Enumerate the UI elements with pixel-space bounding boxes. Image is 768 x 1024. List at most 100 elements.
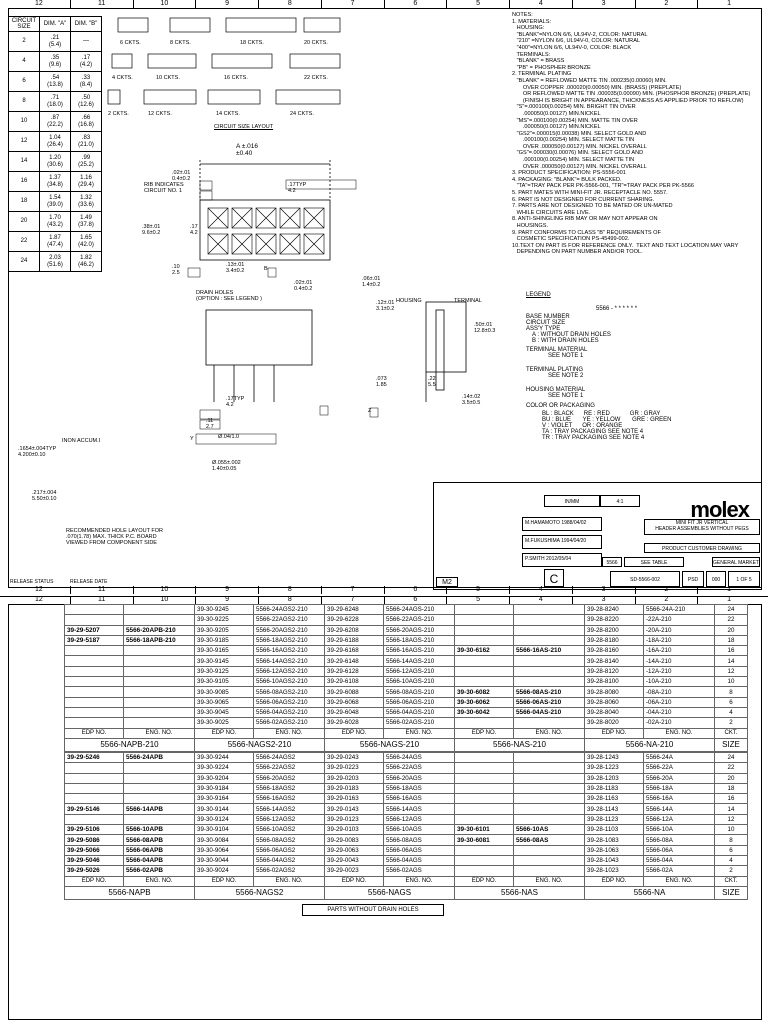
zone-label: 12	[8, 586, 71, 594]
parts-cell	[513, 624, 585, 636]
zone-label: 4	[510, 0, 573, 8]
revision: 000	[706, 571, 726, 587]
parts-header-cell: ENG. NO.	[253, 727, 325, 739]
drawn-date: 1988/04/02	[561, 520, 587, 526]
dim-d12: .22 5.5	[428, 376, 436, 388]
parts-cell	[454, 865, 514, 877]
parts-cell	[513, 634, 585, 647]
layout-label-4: 4 CKTS.	[112, 75, 133, 81]
parts-cell	[513, 865, 585, 877]
parts-cell: 5566-02A	[643, 865, 715, 877]
release-status: RELEASE STATUS	[10, 579, 54, 585]
parts-cell: 39-29-5066	[64, 844, 124, 856]
drain-holes-label: DRAIN HOLES (OPTION : SEE LEGEND )	[196, 290, 263, 302]
approved-by: P.SMITH 2012/05/04	[522, 553, 602, 567]
parts-cell: 39-30-9224	[194, 762, 254, 774]
parts-cell: 39-29-5207	[64, 624, 124, 636]
circuit-header-cell: DIM. "A"	[39, 16, 71, 32]
parts-cell: 39-29-0163	[324, 793, 384, 805]
parts-cell: 5566-16A	[643, 793, 715, 805]
circuit-cell: 8	[8, 91, 40, 112]
m2-mark: M2	[436, 577, 458, 587]
parts-cell: 39-28-8240	[584, 603, 644, 616]
parts-cell: 39-29-0043	[324, 854, 384, 867]
parts-cell: 39-28-1103	[584, 824, 644, 836]
parts-cell: 39-28-8080	[584, 686, 644, 698]
parts-cell: 12	[714, 665, 748, 678]
zone-label: 12	[8, 596, 71, 604]
datum-y: Y	[190, 436, 194, 442]
parts-cell: 39-29-5106	[64, 824, 124, 836]
parts-cell: 39-28-1063	[584, 844, 644, 856]
parts-cell: 5566-12AGS2-210	[253, 665, 325, 678]
parts-cell	[513, 813, 585, 826]
parts-cell: 5566-06AGS	[383, 844, 455, 856]
parts-cell: 39-28-8160	[584, 645, 644, 657]
parts-cell: 4	[714, 706, 748, 719]
parts-cell: 5566-08APB	[123, 834, 195, 846]
parts-cell: 5566-10APB	[123, 824, 195, 836]
parts-cell	[64, 813, 124, 826]
parts-cell	[513, 614, 585, 626]
parts-cell	[454, 772, 514, 784]
parts-cell	[454, 717, 514, 729]
parts-cell: 39-29-0063	[324, 844, 384, 856]
parts-cell: 5566-22AGS2	[253, 762, 325, 774]
parts-header-cell: EDP NO.	[324, 875, 384, 887]
parts-header-cell: EDP NO.	[64, 727, 124, 739]
units: IN/MM	[544, 495, 600, 507]
parts-cell: 39-29-6108	[324, 676, 384, 688]
parts-cell	[64, 696, 124, 708]
parts-cell	[123, 717, 195, 729]
parts-cell: 5566-24AGS	[383, 751, 455, 764]
parts-cell: -20A-210	[643, 624, 715, 636]
parts-cell: 5566-08AGS2-210	[253, 686, 325, 698]
parts-cell: 39-30-6162	[454, 645, 514, 657]
parts-cell: 5566-02AGS2	[253, 865, 325, 877]
dim-d13: .14±.02 3.5±0.5	[462, 394, 481, 406]
parts-header-cell: ENG. NO.	[383, 875, 455, 887]
parts-cell: 5566-20APB-210	[123, 624, 195, 636]
layout-label-10: 10 CKTS.	[156, 75, 180, 81]
parts-header-cell: EDP NO.	[324, 727, 384, 739]
circuit-cell: 12	[8, 131, 40, 152]
zone-label: 6	[385, 586, 448, 594]
parts-cell: 39-30-9085	[194, 686, 254, 698]
parts-cell	[64, 676, 124, 688]
parts-cell: 5566-10AS	[513, 824, 585, 836]
parts-cell: 20	[714, 772, 748, 784]
parts-cell: 5566-04AGS2	[253, 854, 325, 867]
parts-cell: 18	[714, 634, 748, 647]
parts-cell: 39-30-9205	[194, 624, 254, 636]
zone-label: 6	[385, 596, 448, 604]
parts-cell: 39-30-9084	[194, 834, 254, 846]
zone-label: 9	[196, 596, 259, 604]
parts-cell: 39-28-8200	[584, 624, 644, 636]
parts-cell: 39-29-0083	[324, 834, 384, 846]
parts-cell: 39-28-8020	[584, 717, 644, 729]
parts-cell: -22A-210	[643, 614, 715, 626]
circuit-cell: 1.87 (47.4)	[39, 231, 71, 252]
parts-cell: 14	[714, 803, 748, 815]
parts-header-cell: ENG. NO.	[123, 727, 195, 739]
legend-title: LEGEND	[526, 292, 551, 298]
circuit-cell: 1.70 (43.2)	[39, 211, 71, 232]
sheet-number: 1 OF 5	[728, 571, 760, 587]
parts-cell: 39-30-9024	[194, 865, 254, 877]
parts-cell: 4	[714, 854, 748, 867]
parts-cell: 39-30-9244	[194, 751, 254, 764]
parts-cell	[123, 772, 195, 784]
layout-label-22: 22 CKTS.	[304, 75, 328, 81]
parts-cell: 39-29-0223	[324, 762, 384, 774]
